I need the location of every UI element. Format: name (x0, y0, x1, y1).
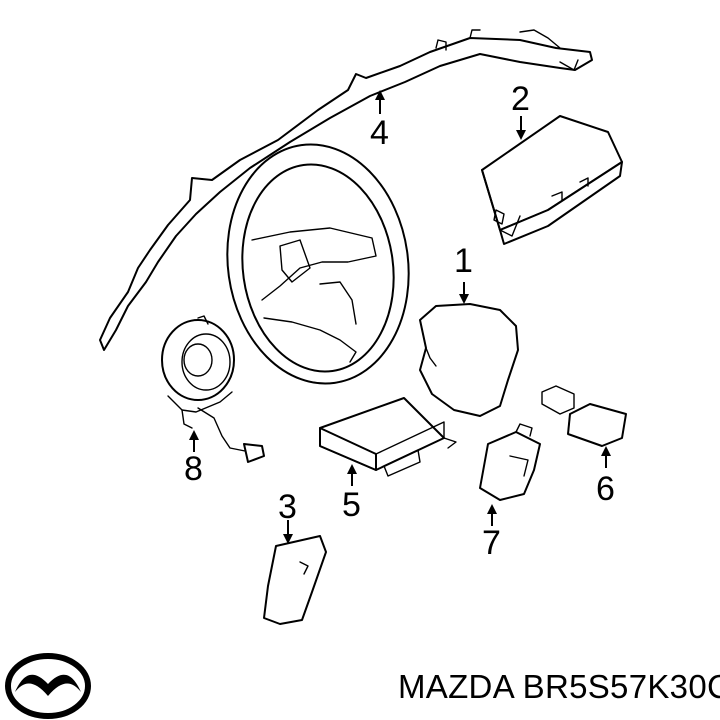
steering-wheel (226, 143, 410, 385)
part-7-impact-sensor (479, 423, 541, 501)
callout-3: 3 (278, 488, 297, 526)
callout-labels: 1 2 3 4 5 6 7 8 (184, 80, 615, 562)
part-5-control-module (319, 397, 457, 477)
mazda-logo (5, 653, 91, 719)
callout-7: 7 (482, 524, 501, 562)
callout-1: 1 (454, 242, 473, 280)
part-4-curtain-airbag (99, 29, 593, 351)
callout-2: 2 (511, 80, 530, 118)
part-8-clock-spring (161, 315, 265, 463)
part-1-driver-airbag (419, 303, 519, 417)
part-2-passenger-airbag (481, 115, 623, 245)
part-number-caption: MAZDA BR5S57K30C (398, 668, 720, 705)
part-3-knee-airbag (263, 535, 327, 625)
callout-8: 8 (184, 450, 203, 488)
callout-leaders (189, 90, 611, 544)
callout-6: 6 (596, 470, 615, 508)
callout-4: 4 (370, 114, 389, 152)
callout-5: 5 (342, 486, 361, 524)
part-6-seatbelt-sensor (541, 385, 627, 447)
